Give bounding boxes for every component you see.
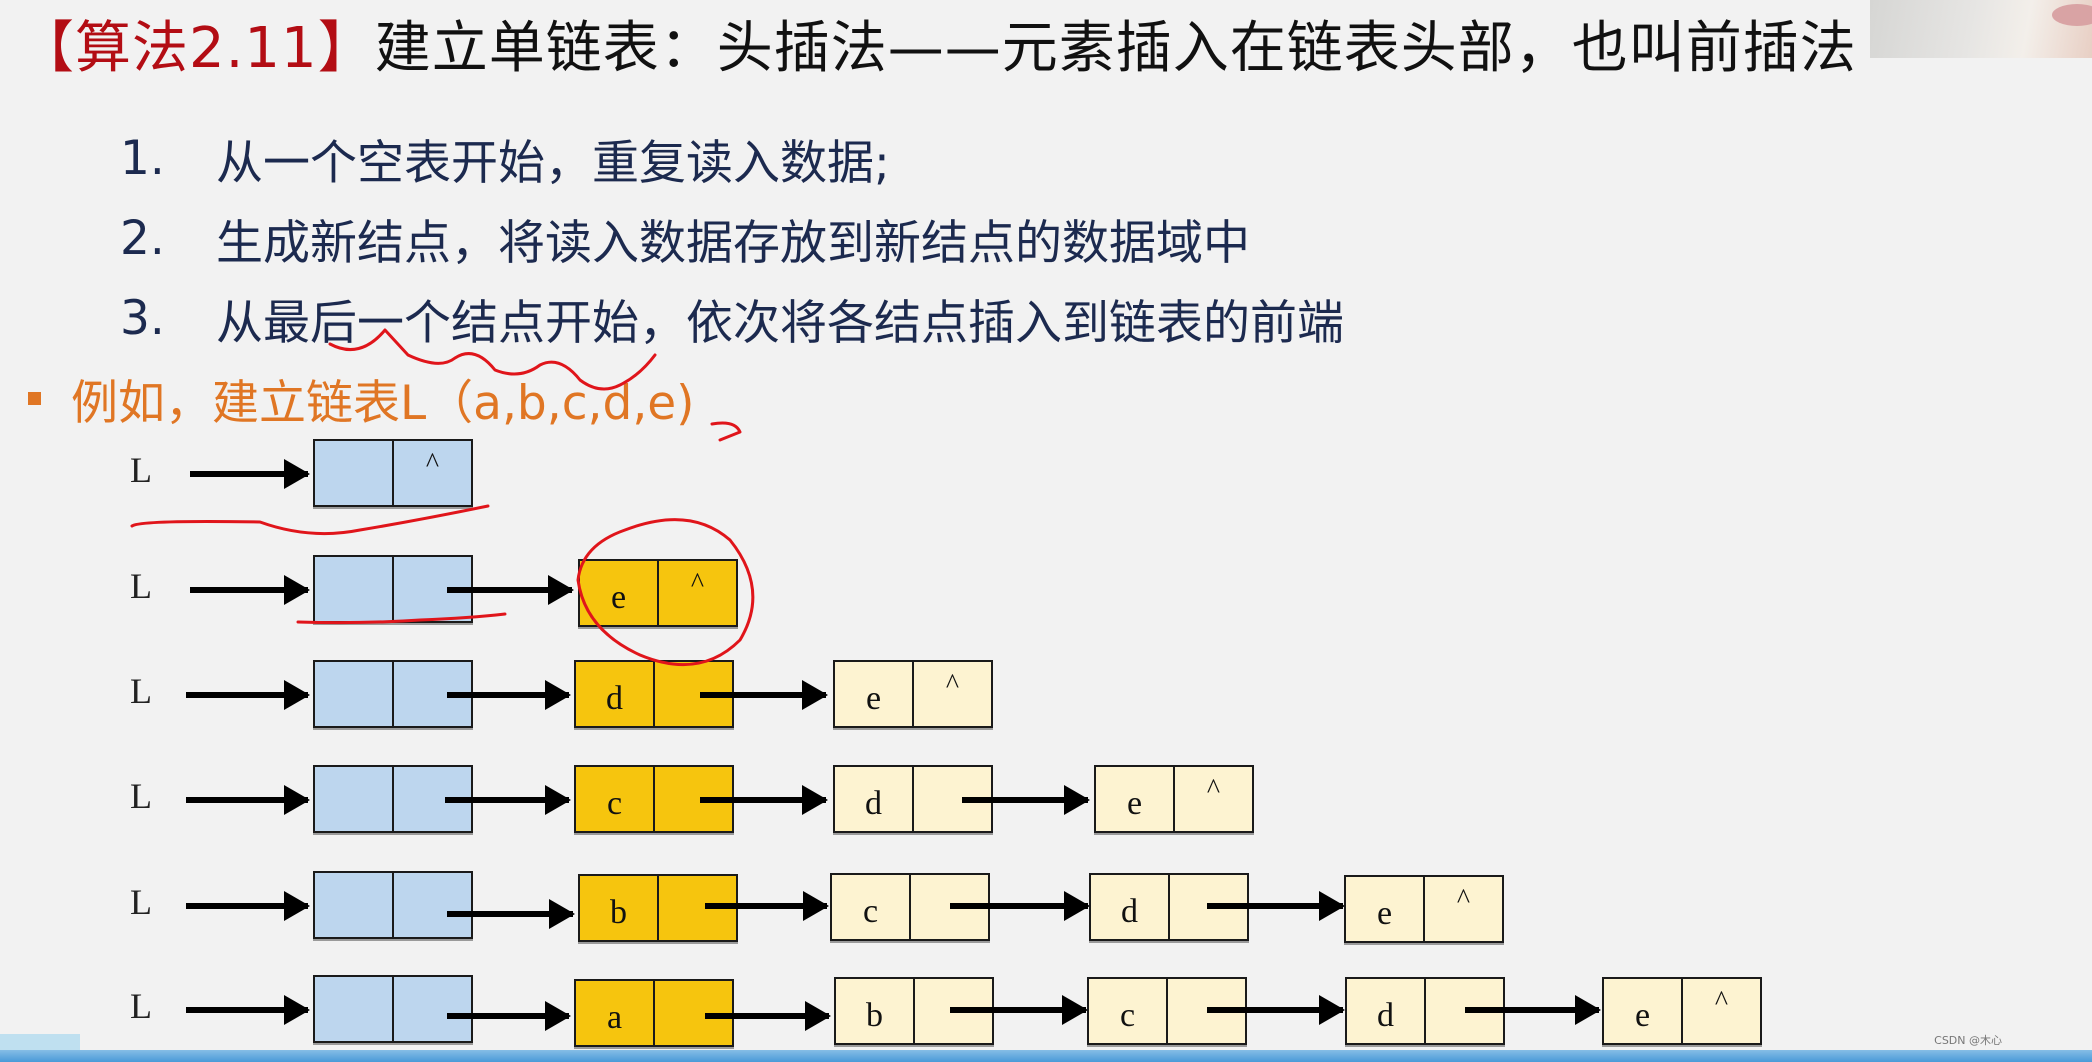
arrow-icon — [950, 995, 1088, 1025]
example-line: 例如，建立链表L（a,b,c,d,e) — [28, 366, 695, 431]
arrow-icon — [950, 891, 1090, 921]
list-label: L — [130, 776, 152, 816]
list-row: L e^ — [0, 555, 2092, 627]
slide-title: 【算法2.11】建立单链表：头插法——元素插入在链表头部，也叫前插法 — [18, 6, 1857, 92]
list-label: L — [130, 450, 152, 490]
arrow-icon — [1465, 995, 1601, 1025]
arrow-icon — [186, 680, 310, 710]
taskbar-edge — [0, 1034, 80, 1050]
step-text: 生成新结点，将读入数据存放到新结点的数据域中 — [216, 215, 1250, 271]
step-text: 从最后一个结点开始，依次将各结点插入到链表的前端 — [216, 295, 1344, 351]
step-text: 从一个空表开始，重复读入数据; — [216, 135, 890, 191]
example-text: 例如，建立链表L（a,b,c,d,e) — [71, 375, 695, 431]
arrow-icon — [447, 899, 575, 929]
taskbar — [0, 1050, 2092, 1062]
bullet-icon — [28, 391, 41, 405]
arrow-icon — [190, 575, 310, 605]
arrow-icon — [447, 1001, 571, 1031]
list-node: e^ — [1344, 875, 1504, 943]
list-row: L b c d e^ — [0, 871, 2092, 943]
list-row: L a b c d e^ — [0, 975, 2092, 1047]
null-pointer: ^ — [392, 441, 471, 505]
title-text: 建立单链表：头插法——元素插入在链表头部，也叫前插法 — [374, 16, 1857, 81]
step-number: 2. — [120, 210, 165, 266]
list-row: L d e^ — [0, 660, 2092, 730]
list-label: L — [130, 986, 152, 1026]
arrow-icon — [447, 680, 571, 710]
arrow-icon — [190, 459, 310, 489]
arrow-icon — [1207, 995, 1345, 1025]
list-row: L c d e^ — [0, 765, 2092, 835]
list-label: L — [130, 882, 152, 922]
arrow-icon — [962, 785, 1090, 815]
arrow-icon — [700, 680, 828, 710]
list-node: e^ — [1094, 765, 1254, 833]
arrow-icon — [447, 575, 574, 605]
arrow-icon — [445, 785, 571, 815]
step-number: 1. — [120, 130, 165, 186]
head-node — [313, 555, 473, 623]
algorithm-tag: 【算法2.11】 — [18, 16, 375, 81]
list-label: L — [130, 566, 152, 606]
list-label: L — [130, 671, 152, 711]
watermark: CSDN @木心 — [1934, 1034, 2002, 1047]
step-item: 1. 从一个空表开始，重复读入数据; — [120, 118, 1344, 198]
arrow-icon — [186, 891, 310, 921]
arrow-icon — [186, 995, 310, 1025]
head-node — [313, 660, 473, 728]
arrow-icon — [705, 891, 829, 921]
webcam-overlay — [1870, 0, 2092, 58]
arrow-icon — [705, 1001, 831, 1031]
list-node: e^ — [833, 660, 993, 728]
arrow-icon — [1207, 891, 1345, 921]
head-node: ^ — [313, 439, 473, 507]
head-node — [313, 975, 473, 1043]
new-node: e^ — [578, 559, 738, 627]
arrow-icon — [700, 785, 828, 815]
list-row: L ^ — [0, 439, 2092, 509]
step-item: 3. 从最后一个结点开始，依次将各结点插入到链表的前端 — [120, 278, 1344, 358]
steps-list: 1. 从一个空表开始，重复读入数据; 2. 生成新结点，将读入数据存放到新结点的… — [120, 118, 1344, 358]
head-node — [313, 871, 473, 939]
step-number: 3. — [120, 290, 165, 346]
step-item: 2. 生成新结点，将读入数据存放到新结点的数据域中 — [120, 198, 1344, 278]
arrow-icon — [186, 785, 310, 815]
list-node: e^ — [1602, 977, 1762, 1045]
